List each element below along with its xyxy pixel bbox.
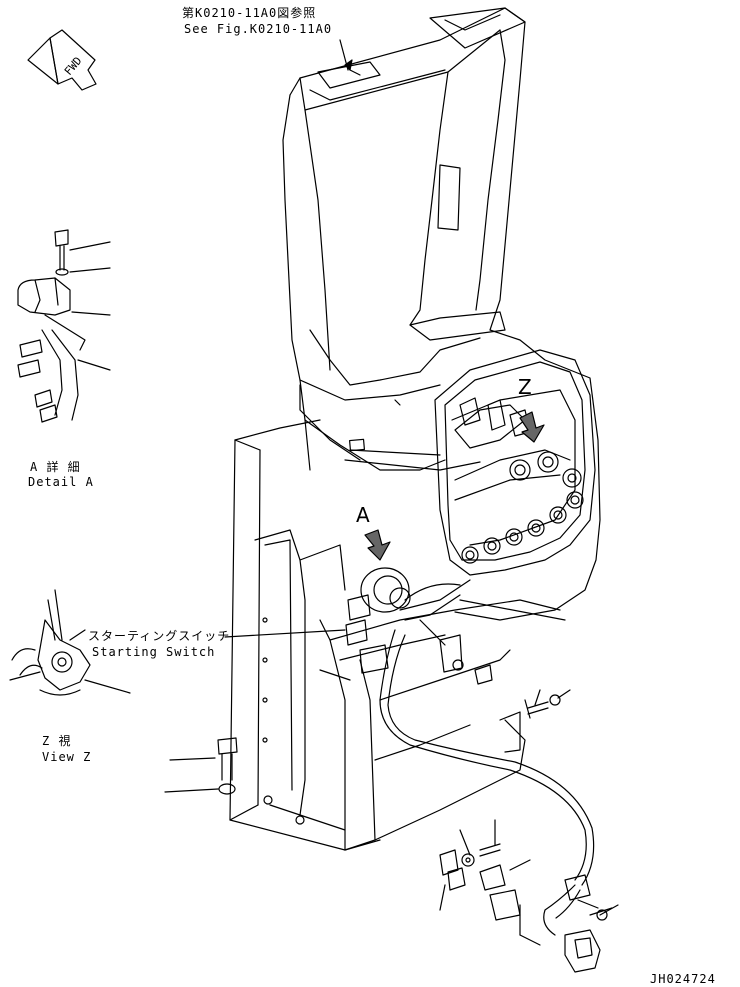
marker-arrows (364, 411, 545, 561)
fwd-arrow-icon: FWD (27, 29, 97, 91)
drawing-number: JH024724 (650, 972, 716, 986)
left-bolt-washer (164, 737, 238, 795)
starting-switch-label-jp: スターティングスイッチ (88, 629, 231, 643)
side-bolts (524, 694, 561, 719)
view-z-label-en: View Z (42, 750, 92, 764)
leader-lines (224, 39, 619, 946)
starting-switch-label-en: Starting Switch (92, 645, 216, 659)
detail-a-label-en: Detail A (28, 475, 94, 489)
marker-z-label: Z (518, 375, 532, 399)
dashboard-panel (344, 349, 596, 576)
view-z-label-jp: Z 視 (42, 734, 72, 748)
marker-a-label: A (356, 503, 370, 527)
fwd-label: FWD (62, 54, 85, 78)
console-base (229, 419, 561, 851)
detail-a-drawing (17, 229, 111, 423)
starting-switch-assembly (345, 567, 595, 886)
harness-connectors (439, 843, 613, 973)
view-z-drawing (9, 589, 131, 696)
cab-pillar (282, 7, 601, 621)
detail-a-label-jp: A 詳 細 (30, 460, 81, 474)
reference-label-jp: 第K0210-11A0図参照 (182, 6, 317, 20)
reference-label-en: See Fig.K0210-11A0 (184, 22, 333, 36)
